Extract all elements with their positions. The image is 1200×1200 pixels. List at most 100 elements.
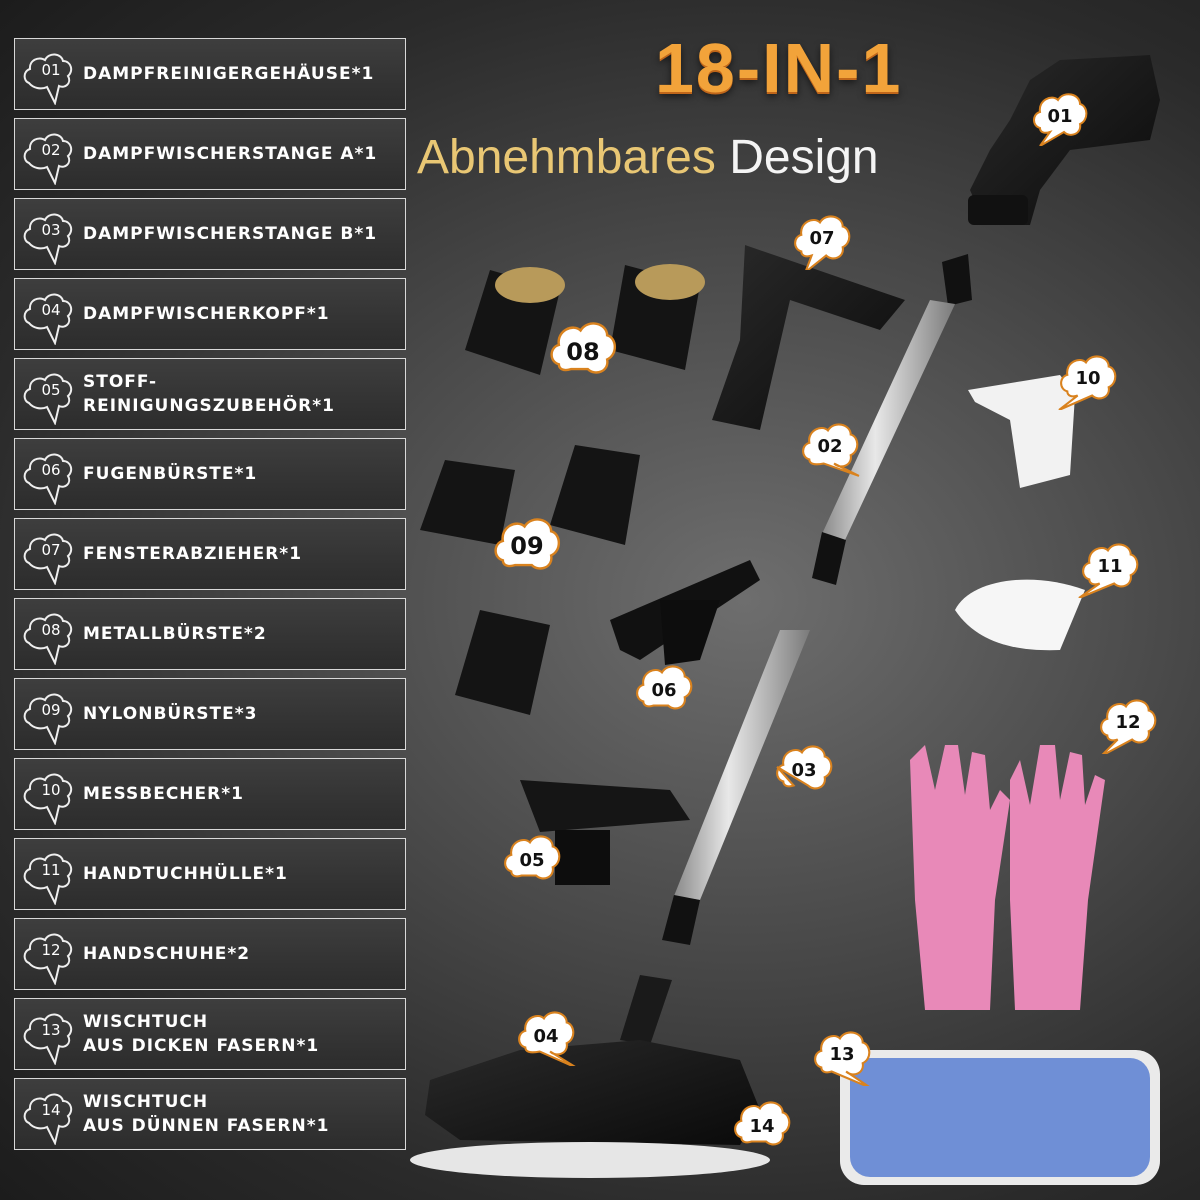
- callout-number: 02: [817, 436, 843, 457]
- cloud-badge-icon: [23, 133, 73, 185]
- item-number: 01: [41, 61, 61, 79]
- callout-cloud-icon: [1033, 93, 1088, 147]
- cloud-badge-icon: [23, 213, 73, 265]
- item-number: 03: [41, 221, 61, 239]
- cloud-badge-icon: [23, 373, 73, 425]
- callout-number: 06: [651, 680, 677, 701]
- callout-cloud-icon: [734, 1101, 791, 1146]
- item-label: DAMPFWISCHERSTANGE B*1: [83, 224, 378, 244]
- item-label: NYLONBÜRSTE*3: [83, 704, 258, 724]
- callout-cloud-icon: [494, 518, 561, 570]
- callout-08: 08: [546, 316, 620, 386]
- callout-01: 01: [1030, 88, 1090, 147]
- cloud-badge-icon: [23, 853, 73, 905]
- callout-number: 04: [533, 1026, 559, 1047]
- list-item: 08 METALLBÜRSTE*2: [14, 598, 406, 670]
- item-number: 11: [41, 861, 61, 879]
- towel-cover: [955, 579, 1085, 651]
- cloud-badge-icon: [23, 293, 73, 345]
- item-number: 08: [41, 621, 61, 639]
- callout-cloud-icon: [1078, 543, 1139, 599]
- item-label: DAMPFWISCHERSTANGE A*1: [83, 144, 378, 164]
- item-number: 09: [41, 701, 61, 719]
- item-number: 07: [41, 541, 61, 559]
- list-item: 13 WISCHTUCH AUS DICKEN FASERN*1: [14, 998, 406, 1070]
- item-number: 10: [41, 781, 61, 799]
- callout-cloud-icon: [636, 665, 693, 710]
- callout-number: 14: [749, 1116, 775, 1137]
- callout-number: 01: [1047, 106, 1073, 127]
- cloud-badge-icon: [23, 693, 73, 745]
- list-item: 09 NYLONBÜRSTE*3: [14, 678, 406, 750]
- cloud-badge-icon: [23, 53, 73, 105]
- item-label: WISCHTUCH AUS DICKEN FASERN*1: [83, 1012, 320, 1056]
- list-item: 06 FUGENBÜRSTE*1: [14, 438, 406, 510]
- callout-10: 10: [1056, 350, 1120, 411]
- callout-cloud-icon: [794, 215, 851, 276]
- cloud-badge-icon: [23, 933, 73, 985]
- thick-mop-cloth: [840, 1050, 1160, 1185]
- item-label: MESSBECHER*1: [83, 784, 244, 804]
- callout-number: 07: [809, 228, 835, 249]
- callout-cloud-icon: [802, 423, 860, 477]
- callout-cloud-icon: [1058, 355, 1117, 411]
- cloud-badge-icon: [23, 1093, 73, 1145]
- list-item: 03 DAMPFWISCHERSTANGE B*1: [14, 198, 406, 270]
- item-number: 12: [41, 941, 61, 959]
- cloud-badge-icon: [23, 453, 73, 505]
- callout-07: 07: [790, 210, 854, 276]
- list-item: 12 HANDSCHUHE*2: [14, 918, 406, 990]
- subtitle-white-word: Design: [729, 131, 879, 184]
- cloud-badge-icon: [23, 1013, 73, 1065]
- item-number: 02: [41, 141, 61, 159]
- crevice-brush: [610, 560, 760, 665]
- item-label: FENSTERABZIEHER*1: [83, 544, 303, 564]
- callout-11: 11: [1078, 538, 1142, 599]
- callout-number: 05: [519, 850, 545, 871]
- callout-number: 03: [791, 760, 817, 781]
- item-label: DAMPFREINIGERGEHÄUSE*1: [83, 64, 375, 84]
- callout-02: 02: [798, 418, 862, 478]
- cloud-badge-icon: [23, 613, 73, 665]
- item-label: WISCHTUCH AUS DÜNNEN FASERN*1: [83, 1092, 330, 1136]
- list-item: 10 MESSBECHER*1: [14, 758, 406, 830]
- callout-cloud-icon: [776, 745, 833, 790]
- page-subtitle: Abnehmbares Design: [417, 130, 879, 185]
- callout-number: 11: [1097, 556, 1123, 577]
- item-number: 13: [41, 1021, 61, 1039]
- callout-cloud-icon: [518, 1011, 578, 1070]
- callout-03: 03: [772, 740, 836, 800]
- list-item: 02 DAMPFWISCHERSTANGE A*1: [14, 118, 406, 190]
- item-label: METALLBÜRSTE*2: [83, 624, 267, 644]
- callout-number: 13: [829, 1044, 855, 1065]
- list-item: 11 HANDTUCHHÜLLE*1: [14, 838, 406, 910]
- callout-04: 04: [514, 1006, 578, 1070]
- callout-cloud-icon: [504, 835, 561, 880]
- item-number: 14: [41, 1101, 61, 1119]
- list-item: 14 WISCHTUCH AUS DÜNNEN FASERN*1: [14, 1078, 406, 1150]
- item-number: 06: [41, 461, 61, 479]
- callout-06: 06: [632, 660, 696, 720]
- cloud-badge-icon: [23, 533, 73, 585]
- callout-number: 10: [1075, 368, 1101, 389]
- item-number: 05: [41, 381, 61, 399]
- callout-cloud-icon: [550, 322, 617, 374]
- mop-head: [410, 975, 770, 1178]
- item-number: 04: [41, 301, 61, 319]
- callout-14: 14: [730, 1096, 794, 1156]
- list-item: 01 DAMPFREINIGERGEHÄUSE*1: [14, 38, 406, 110]
- callout-number: 09: [510, 532, 544, 560]
- callout-number: 12: [1115, 712, 1141, 733]
- item-label: HANDTUCHHÜLLE*1: [83, 864, 288, 884]
- page-title: 18-IN-1: [655, 29, 903, 107]
- item-label: DAMPFWISCHERKOPF*1: [83, 304, 330, 324]
- item-label: HANDSCHUHE*2: [83, 944, 251, 964]
- callout-05: 05: [500, 830, 564, 890]
- callout-09: 09: [490, 512, 564, 582]
- item-label: FUGENBÜRSTE*1: [83, 464, 258, 484]
- callout-number: 08: [566, 338, 600, 366]
- subtitle-gold-word: Abnehmbares: [417, 131, 716, 184]
- callout-cloud-icon: [814, 1031, 872, 1090]
